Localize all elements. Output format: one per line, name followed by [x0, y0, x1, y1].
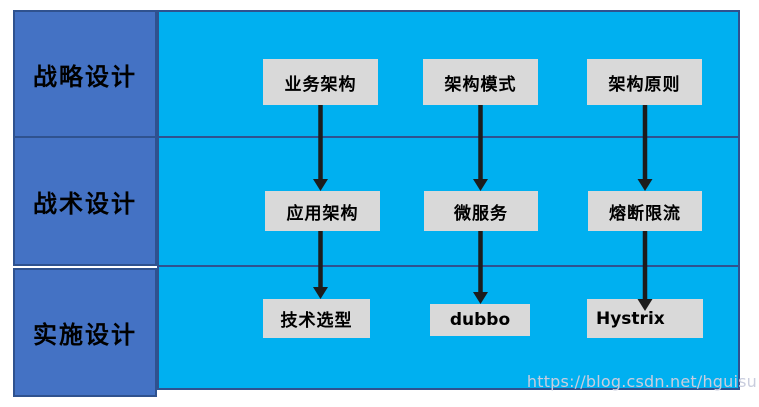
node-architecture-pattern: 架构模式	[423, 59, 538, 105]
csdn-blog-watermark: https://blog.csdn.net/hguisu	[526, 372, 757, 391]
phase-label-implementation-design: 实施设计	[33, 320, 137, 349]
node-technology-selection: 技术选型	[263, 299, 370, 338]
row-divider-tactical-implementation	[157, 265, 740, 267]
node-microservices: 微服务	[424, 191, 538, 231]
row-divider-strategic-tactical	[157, 136, 740, 138]
node-architecture-principle: 架构原则	[587, 59, 702, 105]
node-circuit-breaking-rate-limiting: 熔断限流	[588, 191, 702, 231]
phase-cell-implementation-design: 实施设计	[13, 268, 157, 397]
phase-label-strategic-design: 战略设计	[33, 61, 137, 91]
node-dubbo: dubbo	[430, 304, 530, 336]
phase-cell-tactical-design: 战术设计	[13, 136, 157, 266]
node-hystrix: Hystrix	[587, 299, 703, 338]
node-application-architecture: 应用架构	[265, 191, 380, 231]
node-business-architecture: 业务架构	[263, 59, 378, 105]
phase-cell-strategic-design: 战略设计	[13, 10, 157, 138]
phase-label-tactical-design: 战术设计	[33, 188, 137, 218]
